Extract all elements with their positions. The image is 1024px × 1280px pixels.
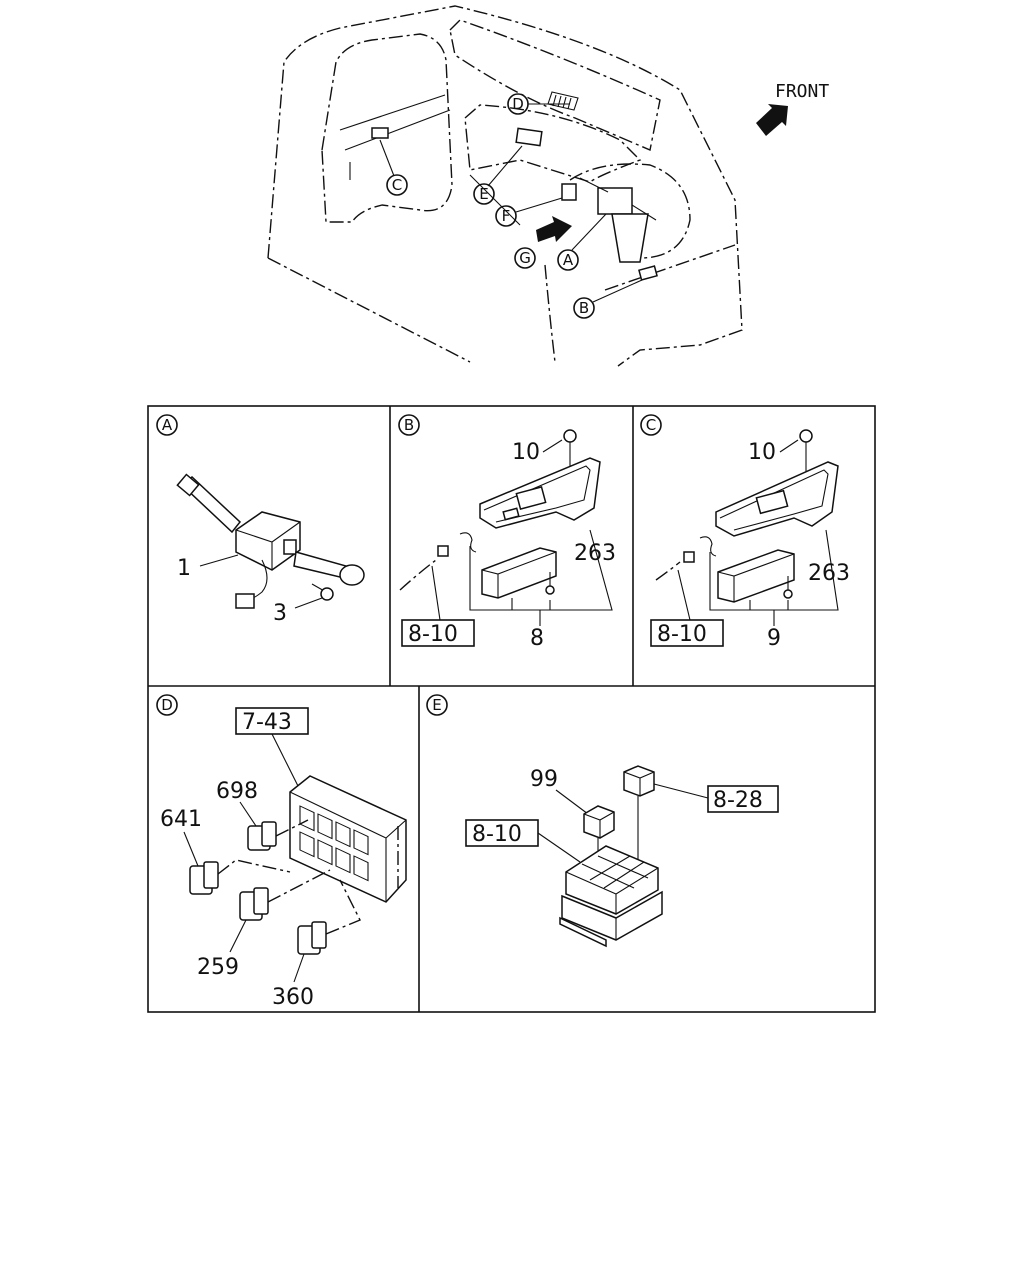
panel-d: D 7-43 [156, 694, 407, 1010]
pointer-arrow-icon [536, 216, 572, 242]
svg-text:E: E [479, 185, 488, 203]
part-num-3: 3 [273, 601, 287, 626]
svg-text:B: B [579, 299, 589, 317]
svg-text:D: D [512, 95, 524, 113]
part-num-360: 360 [272, 985, 314, 1010]
callout-g: G [514, 247, 536, 269]
panel-b-letter: B [398, 414, 420, 436]
panel-a-letter: A [156, 414, 178, 436]
vent-grille [547, 91, 579, 111]
callout-c: C [379, 139, 408, 196]
panel-c-letter: C [640, 414, 662, 436]
relay-block [559, 845, 663, 948]
svg-text:A: A [563, 251, 574, 269]
panel-e-letter: E [426, 694, 448, 716]
front-arrow-icon [756, 104, 788, 136]
part-num-10: 10 [512, 440, 540, 465]
part-num-10-c: 10 [748, 440, 776, 465]
switch-housing [289, 775, 407, 903]
ref-box-8-10-e: 8-10 [472, 822, 522, 847]
svg-text:D: D [161, 696, 173, 714]
part-num-9: 9 [767, 626, 781, 651]
part-num-8: 8 [530, 626, 544, 651]
front-label: FRONT [775, 81, 829, 102]
part-num-259: 259 [197, 955, 239, 980]
part-num-641: 641 [160, 807, 202, 832]
ref-box-8-10-b: 8-10 [408, 622, 458, 647]
callout-b: B [573, 279, 643, 319]
svg-text:B: B [404, 416, 414, 434]
callout-e: E [473, 145, 523, 205]
panel-b: B 10 263 8 8-10 [398, 414, 616, 651]
ref-box-8-10-c: 8-10 [657, 622, 707, 647]
part-num-698: 698 [216, 779, 258, 804]
svg-text:E: E [432, 696, 441, 714]
ref-box-8-28: 8-28 [713, 788, 763, 813]
svg-text:A: A [162, 416, 173, 434]
panel-e: E 99 8-28 8-10 [426, 694, 779, 948]
svg-text:G: G [519, 249, 531, 267]
svg-text:C: C [646, 416, 656, 434]
svg-text:F: F [502, 207, 511, 225]
ref-box-7-43: 7-43 [242, 710, 292, 735]
panel-a: A 1 3 [156, 414, 365, 626]
part-num-263: 263 [574, 541, 616, 566]
panel-d-letter: D [156, 694, 178, 716]
part-num-1: 1 [177, 556, 191, 581]
panel-grid [147, 405, 876, 1013]
vehicle-overview: FRONT D C E F G A B [267, 5, 829, 367]
callout-f: F [495, 197, 563, 227]
part-num-99: 99 [530, 767, 558, 792]
svg-text:C: C [392, 176, 402, 194]
callout-a: A [557, 213, 607, 271]
part-num-263-c: 263 [808, 561, 850, 586]
panel-c: C 10 263 9 8-10 [640, 414, 850, 651]
callout-d: D [507, 93, 570, 115]
